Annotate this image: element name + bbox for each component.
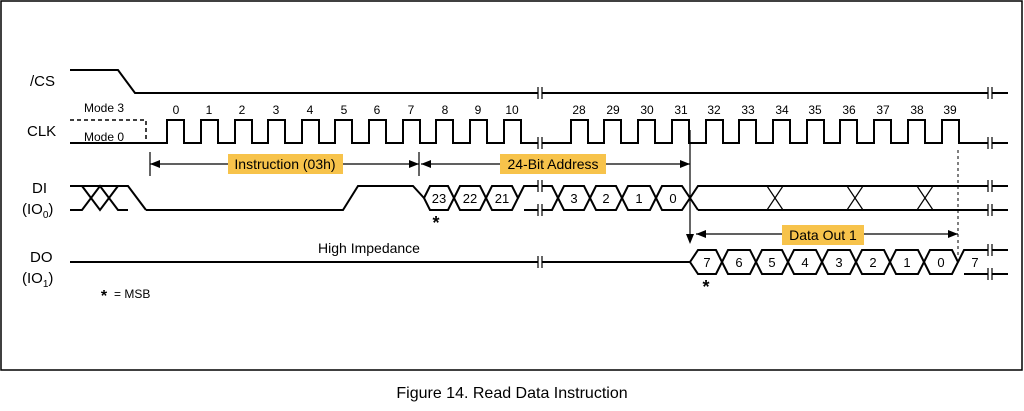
clk-label: CLK [27,123,56,140]
clk-num: 28 [572,103,586,117]
instruction-label: Instruction (03h) [234,156,335,172]
clk-num: 0 [173,103,180,117]
clk-numbers-b: 28 29 30 31 32 33 34 35 36 37 38 39 [572,103,957,117]
address-highlight [500,154,606,174]
di-bit: 3 [570,191,577,206]
do-bit: 4 [801,255,808,270]
cs-waveform [70,69,1008,94]
legend-msb: = MSB [114,287,150,301]
do-bit: 5 [768,255,775,270]
do-bit: 1 [903,255,910,270]
clk-num: 2 [239,103,246,117]
figure-caption: Figure 14. Read Data Instruction [396,385,627,402]
arrow-head [696,230,706,238]
msb-star-do: * [702,277,709,297]
clk-num: 5 [341,103,348,117]
do-sub-label: (IO1) [22,270,53,290]
clk-num: 1 [206,103,213,117]
do-waveform [70,244,1008,280]
di-bit: 23 [432,191,446,206]
diagram-frame [0,0,1023,371]
cs-label: /CS [30,73,55,90]
dataout-label: Data Out 1 [789,227,857,243]
clk-num: 7 [408,103,415,117]
clk-num: 6 [374,103,381,117]
clk-num: 35 [808,103,822,117]
clk-waveform [70,119,1008,149]
di-waveform [70,180,1008,216]
do-bit: 7 [703,255,710,270]
clk-num: 37 [876,103,890,117]
do-label: DO [30,249,53,266]
mode0-label: Mode 0 [84,130,124,144]
clk-num: 33 [741,103,755,117]
di-bit: 1 [635,191,642,206]
di-bit: 0 [669,191,676,206]
arrow-head [680,160,690,168]
clk-num: 4 [307,103,314,117]
clk-segment-a [70,119,538,144]
mode3-label: Mode 3 [84,101,124,115]
do-bit: 7 [971,255,978,270]
di-label: DI [32,180,47,197]
do-bit: 3 [835,255,842,270]
clk-num: 8 [442,103,449,117]
clk-num: 32 [707,103,721,117]
clk-num: 39 [943,103,957,117]
clk-num: 3 [273,103,280,117]
di-sub-label: (IO0) [22,201,53,221]
clk-num: 10 [505,103,519,117]
arrow-head [686,234,694,244]
di-bit: 2 [602,191,609,206]
mode3-dashed [70,119,147,143]
clk-num: 38 [910,103,924,117]
instruction-highlight [228,154,343,174]
clk-segment-b [542,119,988,144]
clk-num: 34 [775,103,789,117]
arrow-head [948,230,958,238]
msb-star-di: * [432,213,439,233]
legend-star: * [101,288,108,305]
clk-num: 29 [606,103,620,117]
di-bit: 21 [495,191,509,206]
do-bit: 0 [937,255,944,270]
arrow-head [150,160,160,168]
clk-num: 9 [475,103,482,117]
clk-num: 31 [674,103,688,117]
do-bit: 2 [869,255,876,270]
arrow-head [409,160,419,168]
address-label: 24-Bit Address [507,156,598,172]
di-bit: 22 [463,191,477,206]
clk-numbers-a: 0 1 2 3 4 5 6 7 8 9 10 [173,103,519,117]
high-impedance-label: High Impedance [318,240,420,256]
dataout-highlight [782,225,864,245]
clk-num: 30 [640,103,654,117]
clk-num: 36 [842,103,856,117]
do-bit: 6 [735,255,742,270]
